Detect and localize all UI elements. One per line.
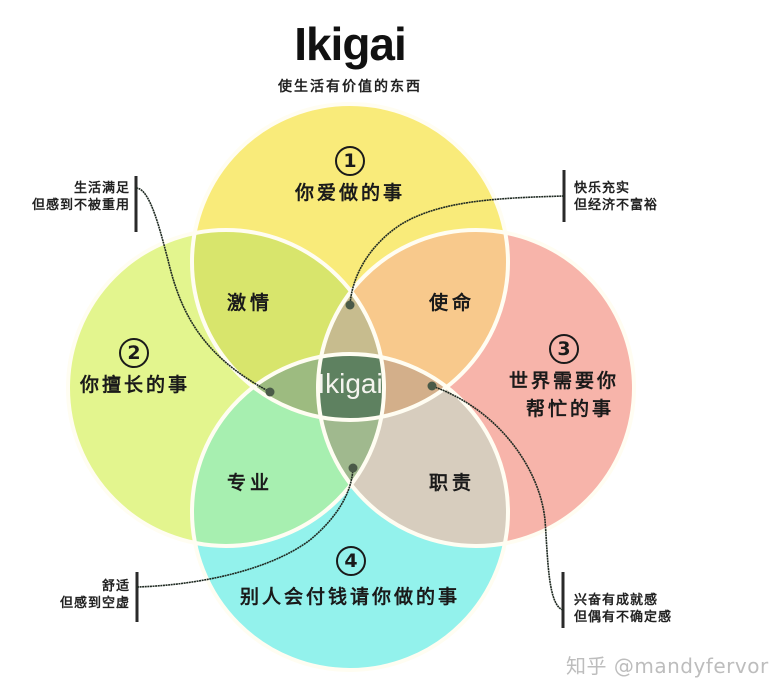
overlap-label-profession: 专业 <box>226 472 273 494</box>
circle-label-paid-for: 别人会付钱请你做的事 <box>239 586 460 608</box>
leader-top-right <box>349 195 565 306</box>
annotation-bottom-left-line2: 但感到空虚 <box>59 596 130 611</box>
leader-bottom-left <box>136 467 354 588</box>
annotation-top-right: 快乐充实 但经济不富裕 <box>574 180 658 214</box>
watermark: 知乎 @mandyfervor <box>566 654 769 678</box>
annotation-bottom-right: 兴奋有成就感 但偶有不确定感 <box>574 592 672 626</box>
leader-top-left <box>135 187 271 393</box>
pointer-dots <box>265 300 437 473</box>
annotation-top-right-line2: 但经济不富裕 <box>574 198 659 213</box>
annotation-bottom-left: 舒适 但感到空虚 <box>10 578 130 612</box>
annotation-bottom-right-line1: 兴奋有成就感 <box>574 593 659 608</box>
leader-lines <box>135 187 565 611</box>
circle-number-2: 2 <box>119 338 149 368</box>
circle-number-1: 1 <box>335 146 365 176</box>
diagram-subtitle: 使生活有价值的东西 <box>278 79 422 95</box>
annotation-top-left: 生活满足 但感到不被重用 <box>10 180 130 214</box>
overlap-label-vocation: 职责 <box>428 472 475 494</box>
diagram-title: Ikigai <box>294 18 407 70</box>
circle-number-3: 3 <box>549 334 579 364</box>
annotation-top-left-line1: 生活满足 <box>73 181 130 196</box>
circle-label-world-needs-line1: 世界需要你 <box>508 370 619 392</box>
overlap-label-passion: 激情 <box>226 292 273 314</box>
leader-bottom-right <box>431 385 564 611</box>
circle-label-world-needs-line2: 帮忙的事 <box>525 398 614 420</box>
annotation-bottom-right-line2: 但偶有不确定感 <box>574 610 673 625</box>
circle-outlines <box>66 102 636 672</box>
circle-number-4: 4 <box>336 546 366 576</box>
overlap-label-mission: 使命 <box>428 292 475 314</box>
circle-label-love: 你爱做的事 <box>294 182 405 204</box>
annotation-bottom-left-line1: 舒适 <box>101 579 130 594</box>
annotation-top-left-line2: 但感到不被重用 <box>31 198 130 213</box>
center-label-ikigai: Ikigai <box>317 368 383 399</box>
annotation-top-right-line1: 快乐充实 <box>574 181 631 196</box>
circle-label-good-at: 你擅长的事 <box>79 374 190 396</box>
